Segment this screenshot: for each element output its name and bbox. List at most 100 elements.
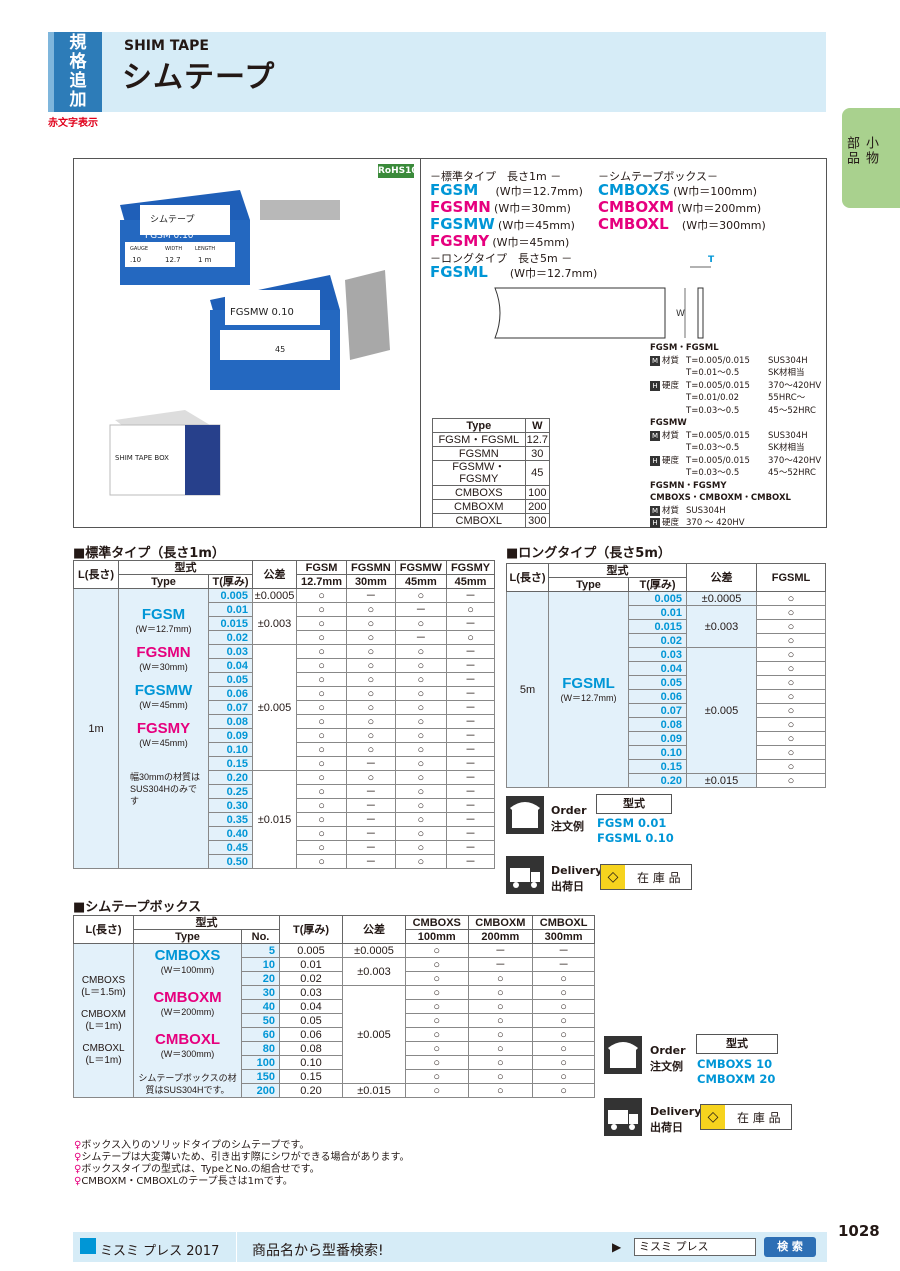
spec-label: 硬度 — [662, 380, 680, 391]
availability-cell: － — [346, 756, 396, 771]
photo-label: LENGTH — [195, 246, 215, 252]
availability-cell: ○ — [394, 854, 448, 869]
thickness-cell: 0.03 — [208, 644, 253, 659]
availability-cell: － — [394, 630, 448, 645]
thickness-cell: 0.03 — [628, 647, 687, 662]
width-note: (W巾＝45mm) — [498, 219, 575, 232]
spec-range: T=0.03～0.5 — [686, 468, 740, 478]
type-name: FGSM — [141, 606, 186, 623]
note-line: ♀CMBOXM・CMBOXLのテープ長さは1mです。 — [74, 1176, 410, 1188]
availability-cell: ○ — [756, 745, 826, 760]
thickness-cell: 0.02 — [279, 971, 343, 986]
spec-range: SUS304H — [686, 505, 726, 516]
thickness-cell: 0.20 — [628, 773, 687, 788]
search-input[interactable]: ミスミ プレス — [634, 1238, 756, 1256]
thickness-cell: 0.01 — [208, 602, 253, 617]
thickness-cell: 0.45 — [208, 840, 253, 855]
material-title: FGSMW — [650, 418, 687, 428]
category-tab[interactable]: 小物部品 — [842, 108, 900, 208]
order-label-jp: 注文例 — [650, 1060, 683, 1073]
availability-cell: ○ — [295, 756, 348, 771]
availability-cell: ○ — [467, 1027, 534, 1042]
type-name: FGSMW — [134, 682, 193, 699]
col-header: 公差 — [342, 915, 406, 944]
col-header: CMBOXS — [405, 915, 469, 930]
availability-cell: － — [467, 943, 534, 958]
table-row: 0.09○○○－ — [74, 728, 495, 743]
availability-cell: － — [446, 658, 495, 673]
col-header: FGSML — [756, 563, 826, 592]
model-fgsm: FGSM — [430, 181, 479, 199]
availability-cell: ○ — [394, 700, 448, 715]
availability-cell: ○ — [295, 798, 348, 813]
phone-icon — [604, 1036, 642, 1074]
availability-cell: － — [446, 854, 495, 869]
delivery-label: Delivery — [650, 1105, 702, 1118]
col-header: 型式 — [548, 563, 687, 578]
availability-cell: ○ — [394, 658, 448, 673]
table-row: 0.45○－○－ — [74, 840, 495, 855]
availability-cell: ○ — [346, 602, 396, 617]
availability-cell: ○ — [532, 1041, 595, 1056]
col-header: No. — [241, 929, 280, 944]
table-row: 0.50○－○－ — [74, 854, 495, 869]
search-button[interactable]: 検 索 — [764, 1237, 816, 1257]
number-cell: 60 — [241, 1027, 280, 1042]
phone-icon — [506, 796, 544, 834]
spec-value: 45～52HRC — [768, 405, 816, 416]
availability-cell: ○ — [756, 731, 826, 746]
thickness-cell: 0.005 — [208, 588, 253, 603]
note-line: ♀ボックスタイプの型式は、TypeとNo.の組合せです。 — [74, 1164, 410, 1176]
tolerance-cell: ±0.005 — [342, 985, 406, 1084]
availability-cell: ○ — [295, 854, 348, 869]
box-list: CMBOXS (W巾＝100mm) CMBOXM (W巾＝200mm) CMBO… — [598, 182, 766, 233]
thickness-cell: 0.10 — [279, 1055, 343, 1070]
truck-icon — [604, 1098, 642, 1136]
thickness-cell: 0.05 — [279, 1013, 343, 1028]
order-example: CMBOXM 20 — [697, 1072, 776, 1086]
number-cell: 40 — [241, 999, 280, 1014]
availability-cell: ○ — [467, 1083, 534, 1098]
availability-cell: － — [446, 784, 495, 799]
page-title: シムテープ — [122, 60, 276, 95]
table-cell: 45 — [524, 460, 551, 486]
note-icon: ♀ — [74, 1140, 82, 1151]
col-header: FGSMW — [394, 560, 448, 575]
thickness-cell: 0.08 — [208, 714, 253, 729]
availability-cell: ○ — [295, 770, 348, 785]
availability-cell: ○ — [346, 672, 396, 687]
availability-cell: ○ — [346, 616, 396, 631]
availability-cell: ○ — [295, 728, 348, 743]
availability-cell: － — [446, 588, 495, 603]
table-row: 0.07○ — [507, 703, 826, 718]
availability-cell: ○ — [446, 602, 495, 617]
number-cell: 50 — [241, 1013, 280, 1028]
availability-cell: ○ — [756, 759, 826, 774]
order-label: Order — [551, 804, 587, 817]
availability-cell: ○ — [756, 605, 826, 620]
availability-cell: ○ — [405, 1013, 469, 1028]
availability-cell: ○ — [295, 588, 348, 603]
length-cell: 5m — [506, 591, 549, 788]
table-row: 0.015○○○－ — [74, 616, 495, 631]
availability-cell: ○ — [295, 784, 348, 799]
misumi-logo-icon — [80, 1238, 96, 1254]
truck-icon — [506, 856, 544, 894]
col-header: T(厚み) — [628, 577, 687, 592]
thickness-cell: 0.10 — [628, 745, 687, 760]
type-cell: FGSM(W＝12.7mm)FGSMN(W＝30mm)FGSMW(W＝45mm)… — [118, 588, 209, 869]
availability-cell: ○ — [346, 700, 396, 715]
table-cell: CMBOXM — [432, 499, 526, 514]
availability-cell: ○ — [756, 703, 826, 718]
thickness-cell: 0.50 — [208, 854, 253, 869]
number-cell: 10 — [241, 957, 280, 972]
availability-cell: － — [532, 957, 595, 972]
tolerance-cell: ±0.015 — [252, 770, 297, 869]
stock-badge: ◇ 在 庫 品 — [700, 1104, 792, 1130]
stock-text: 在 庫 品 — [637, 870, 681, 885]
